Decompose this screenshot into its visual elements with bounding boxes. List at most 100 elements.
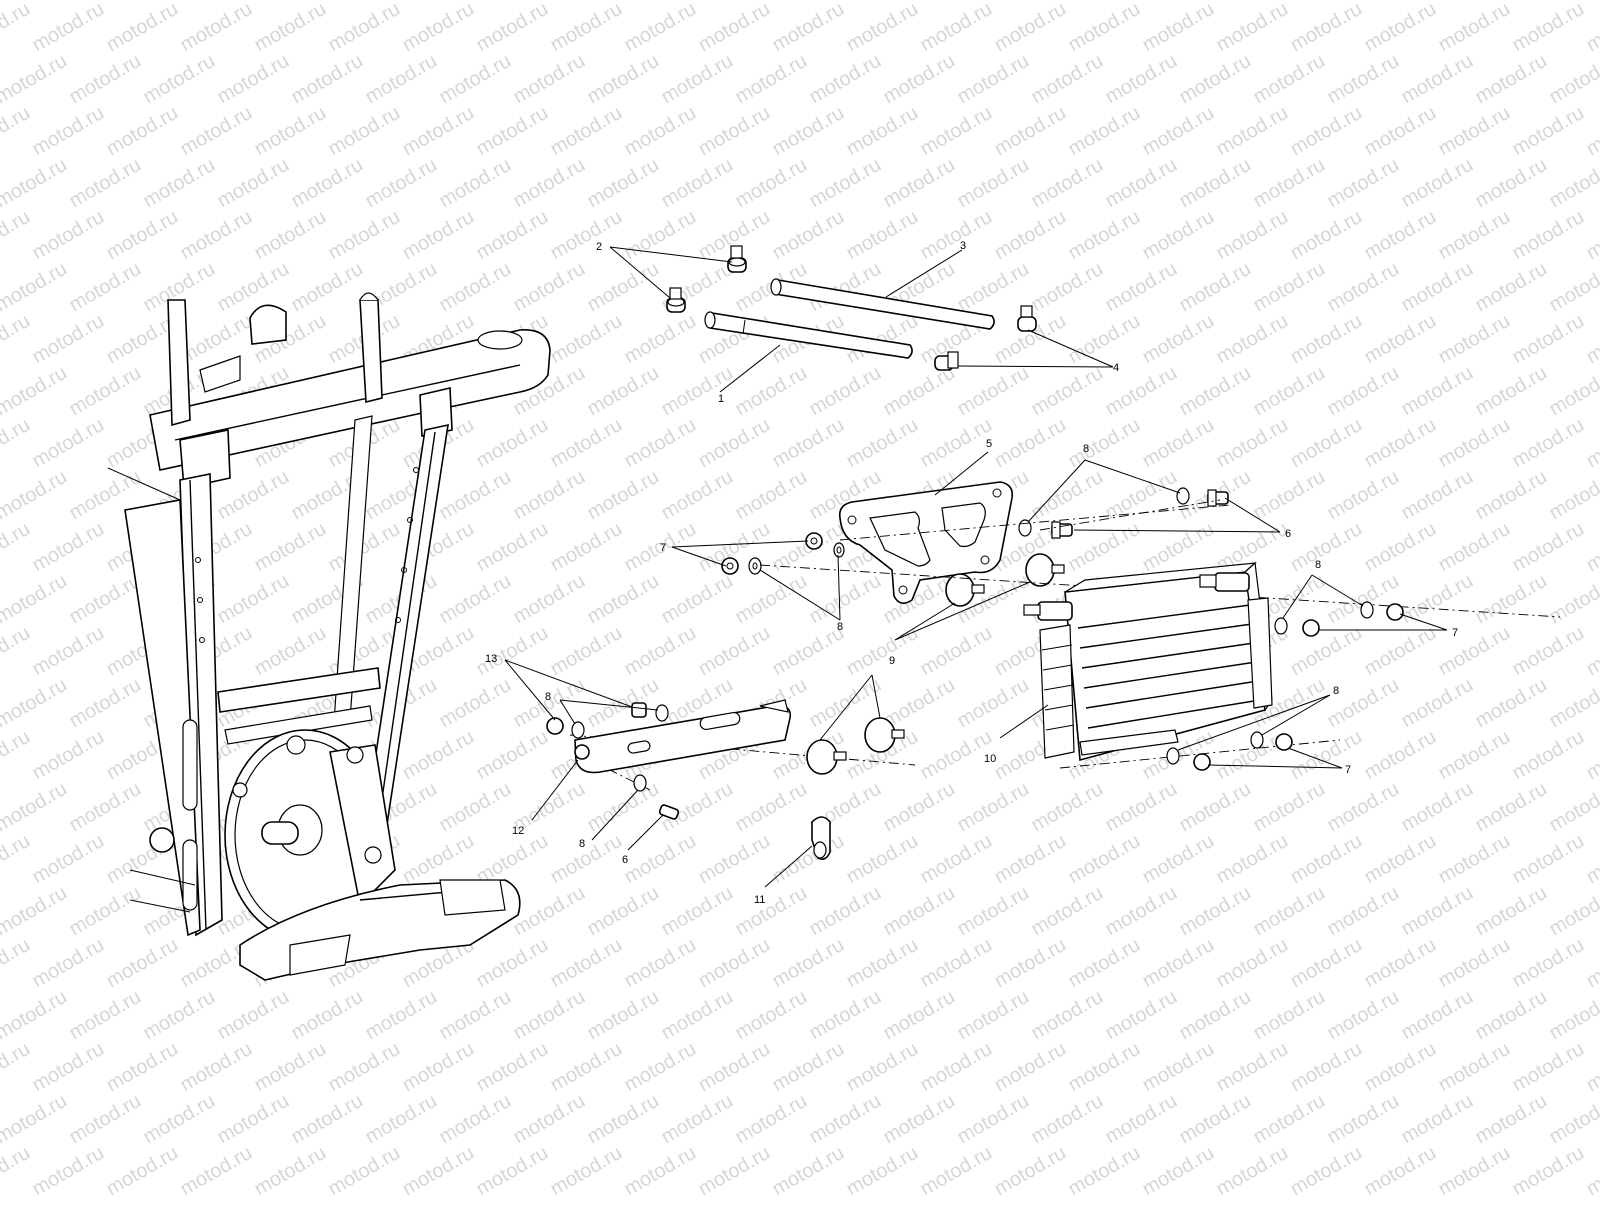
watermark-text: motod.ru (806, 882, 885, 941)
watermark-text: motod.ru (806, 154, 885, 213)
watermark-text: motod.ru (1398, 50, 1477, 109)
watermark-text: motod.ru (510, 50, 589, 109)
watermark-text: motod.ru (695, 414, 774, 473)
watermark-text: motod.ru (1139, 102, 1218, 161)
watermark-text: motod.ru (399, 726, 478, 785)
watermark-text: motod.ru (547, 622, 626, 681)
watermark-text: motod.ru (29, 206, 108, 265)
watermark-text: motod.ru (1324, 362, 1403, 421)
watermark-text: motod.ru (991, 1142, 1070, 1200)
watermark-text: motod.ru (29, 622, 108, 681)
watermark-text: motod.ru (29, 934, 108, 993)
watermark-text: motod.ru (1398, 466, 1477, 525)
callout-3: 3 (960, 240, 966, 252)
callout-2: 2 (596, 241, 602, 253)
watermark-text: motod.ru (1065, 102, 1144, 161)
watermark-text: motod.ru (473, 1038, 552, 1097)
watermark-text: motod.ru (1287, 0, 1366, 56)
watermark-text: motod.ru (584, 258, 663, 317)
watermark-text: motod.ru (806, 0, 885, 4)
watermark-text: motod.ru (1028, 466, 1107, 525)
watermark-text: motod.ru (621, 1038, 700, 1097)
watermark-text: motod.ru (1472, 258, 1551, 317)
watermark-text: motod.ru (917, 830, 996, 889)
watermark-text: motod.ru (436, 466, 515, 525)
watermark-text: motod.ru (1213, 830, 1292, 889)
watermark-text: motod.ru (1509, 414, 1588, 473)
callout-7-right-upper: 7 (1452, 627, 1458, 639)
washer-8-a (834, 543, 844, 557)
watermark-text: motod.ru (1435, 310, 1514, 369)
watermark-text: motod.ru (66, 882, 145, 941)
watermark-text: motod.ru (214, 986, 293, 1045)
callout-6-lower: 6 (622, 854, 628, 866)
watermark-text: motod.ru (251, 0, 330, 56)
callout-8-bottom: 8 (579, 838, 585, 850)
watermark-text: motod.ru (621, 102, 700, 161)
watermark-text: motod.ru (695, 1142, 774, 1200)
watermark-text: motod.ru (177, 0, 256, 56)
washer-8-j (656, 705, 668, 721)
watermark-text: motod.ru (1472, 362, 1551, 421)
watermark-text: motod.ru (288, 986, 367, 1045)
watermark-text: motod.ru (547, 414, 626, 473)
watermark-text: motod.ru (584, 50, 663, 109)
watermark-text: motod.ru (584, 570, 663, 629)
watermark-text: motod.ru (806, 986, 885, 1045)
watermark-text: motod.ru (1324, 50, 1403, 109)
watermark-text: motod.ru (584, 362, 663, 421)
watermark-text: motod.ru (1102, 50, 1181, 109)
watermark-text: motod.ru (1472, 0, 1551, 4)
watermark-text: motod.ru (510, 882, 589, 941)
watermark-text: motod.ru (1583, 1038, 1600, 1097)
bolt-13-b (632, 703, 646, 717)
watermark-text: motod.ru (1583, 622, 1600, 681)
watermark-text: motod.ru (1028, 362, 1107, 421)
watermark-text: motod.ru (917, 1142, 996, 1200)
watermark-text: motod.ru (584, 154, 663, 213)
watermark-text: motod.ru (954, 882, 1033, 941)
watermark-text: motod.ru (695, 0, 774, 56)
watermark-text: motod.ru (473, 0, 552, 56)
watermark-text: motod.ru (436, 986, 515, 1045)
watermark-text: motod.ru (0, 518, 34, 577)
watermark-text: motod.ru (1250, 154, 1329, 213)
watermark-text: motod.ru (251, 1142, 330, 1200)
watermark-text: motod.ru (29, 0, 108, 56)
washer-8-c (1177, 488, 1189, 504)
watermark-text: motod.ru (177, 1038, 256, 1097)
watermark-text: motod.ru (66, 986, 145, 1045)
watermark-text: motod.ru (66, 50, 145, 109)
watermark-text: motod.ru (954, 154, 1033, 213)
callout-1: 1 (718, 393, 724, 405)
watermark-text: motod.ru (66, 570, 145, 629)
watermark-text: motod.ru (510, 466, 589, 525)
watermark-text: motod.ru (0, 726, 34, 785)
watermark-text: motod.ru (1509, 622, 1588, 681)
watermark-text: motod.ru (1435, 830, 1514, 889)
watermark-text: motod.ru (0, 154, 71, 213)
watermark-text: motod.ru (1546, 1090, 1600, 1149)
watermark-text: motod.ru (1435, 206, 1514, 265)
watermark-text: motod.ru (1398, 0, 1477, 4)
watermark-text: motod.ru (1472, 50, 1551, 109)
watermark-text: motod.ru (1324, 1090, 1403, 1149)
watermark-text: motod.ru (1139, 830, 1218, 889)
watermark-text: motod.ru (1102, 778, 1181, 837)
watermark-text: motod.ru (1398, 258, 1477, 317)
watermark-text: motod.ru (769, 1142, 848, 1200)
watermark-text: motod.ru (917, 0, 996, 56)
watermark-text: motod.ru (436, 258, 515, 317)
watermark-text: motod.ru (547, 934, 626, 993)
watermark-text: motod.ru (658, 362, 737, 421)
watermark-text: motod.ru (436, 154, 515, 213)
watermark-text: motod.ru (1028, 50, 1107, 109)
watermark-text: motod.ru (880, 1090, 959, 1149)
watermark-text: motod.ru (29, 310, 108, 369)
watermark-text: motod.ru (325, 1038, 404, 1097)
watermark-text: motod.ru (473, 518, 552, 577)
watermark-text: motod.ru (843, 0, 922, 56)
watermark-text: motod.ru (880, 0, 959, 4)
watermark-text: motod.ru (288, 1090, 367, 1149)
watermark-text: motod.ru (917, 414, 996, 473)
